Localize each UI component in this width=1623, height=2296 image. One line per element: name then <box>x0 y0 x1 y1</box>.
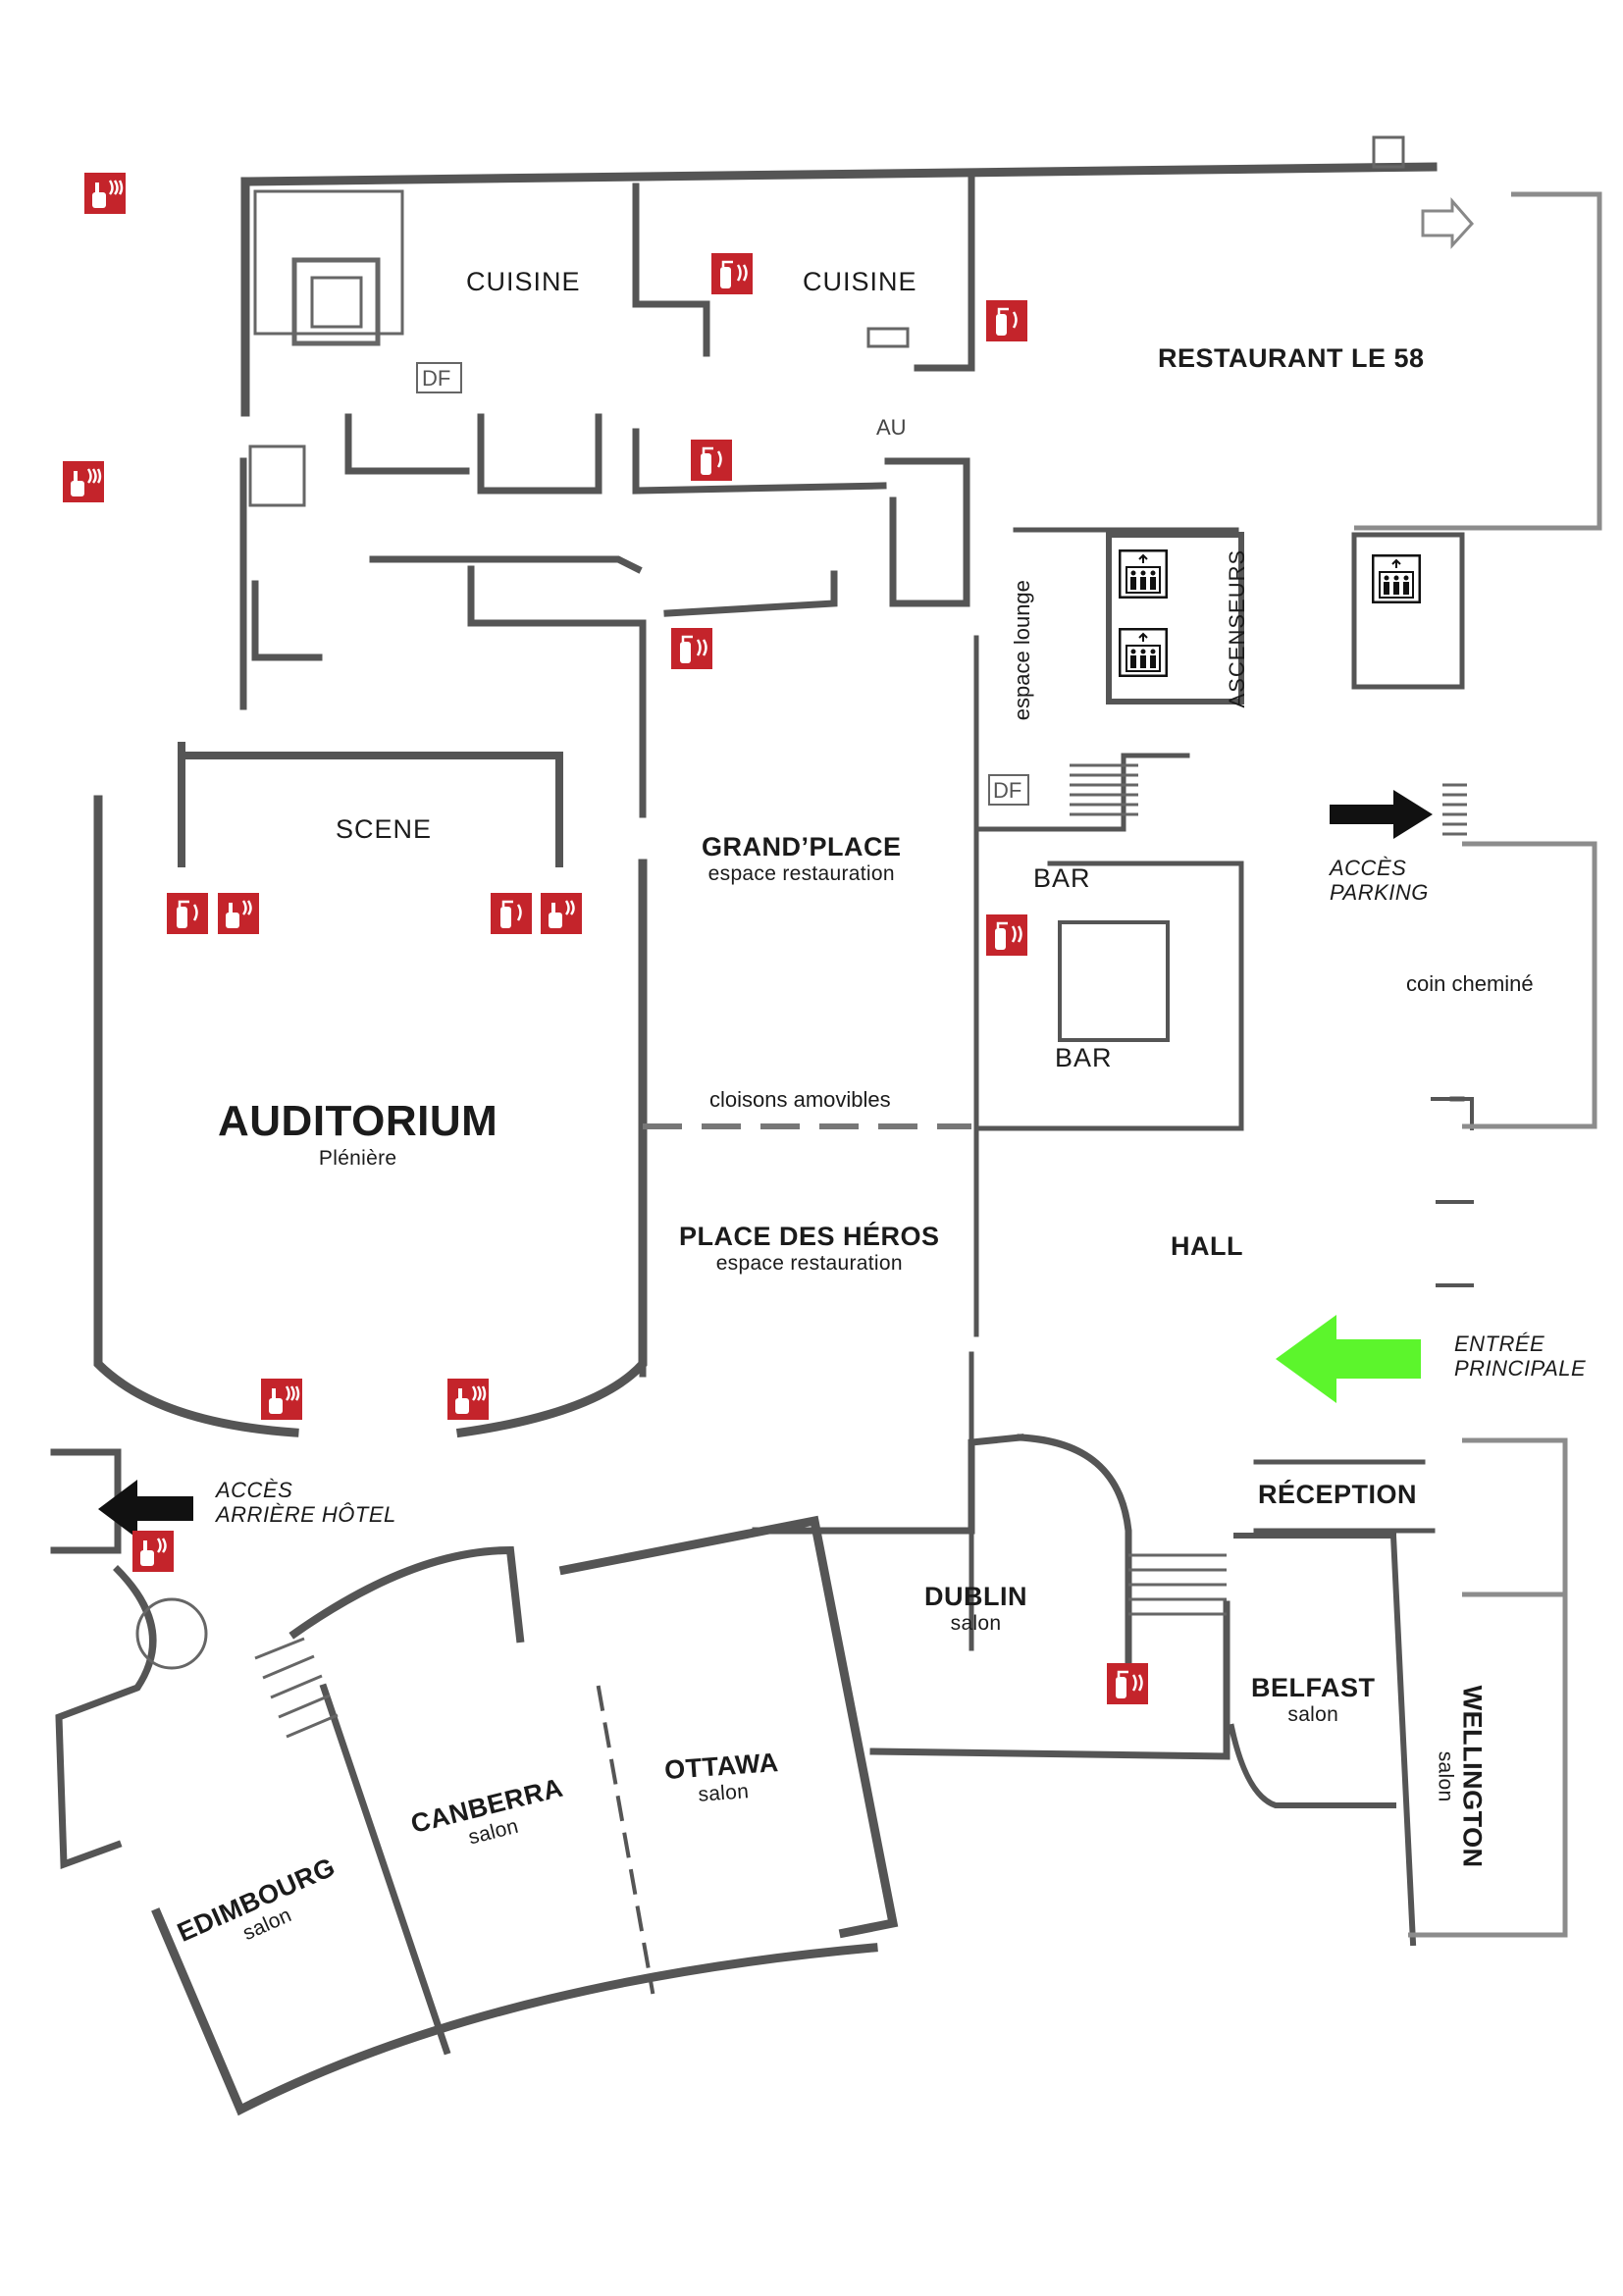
acces-arriere-line-1: ACCÈS <box>216 1478 293 1502</box>
room-grandplace-sub: espace restauration <box>707 862 895 886</box>
entry-arrow <box>1276 1315 1421 1403</box>
room-reception: RÉCEPTION <box>1258 1480 1418 1509</box>
fire-alarm-call-point-icon <box>63 461 104 502</box>
room-scene: SCENE <box>336 814 433 844</box>
au-code: AU <box>876 415 907 440</box>
fire-extinguisher-icon <box>167 893 208 934</box>
elevator-icon <box>1119 549 1168 599</box>
parking-arrow <box>1330 790 1433 839</box>
room-auditorium-name: AUDITORIUM <box>218 1097 498 1145</box>
label-acces-parking: ACCÈS PARKING <box>1330 856 1429 906</box>
label-acces-arriere: ACCÈS ARRIÈRE HÔTEL <box>216 1478 396 1528</box>
room-bar-1: BAR <box>1033 863 1091 893</box>
fire-alarm-call-point-icon <box>218 893 259 934</box>
room-wellington: WELLINGTON salon <box>1433 1685 1488 1868</box>
room-belfast-name: BELFAST <box>1251 1673 1376 1702</box>
fire-alarm-call-point-icon <box>132 1531 174 1572</box>
entree-line-2: PRINCIPALE <box>1454 1356 1587 1382</box>
room-belfast: BELFAST salon <box>1251 1673 1376 1727</box>
acces-parking-line-1: ACCÈS <box>1330 856 1407 880</box>
room-restaurant: RESTAURANT LE 58 <box>1158 343 1425 373</box>
acces-parking-line-2: PARKING <box>1330 880 1429 906</box>
room-cuisine-2: CUISINE <box>803 267 917 296</box>
fire-extinguisher-icon <box>1107 1663 1148 1704</box>
df-code-1: DF <box>422 366 451 391</box>
entree-line-1: ENTRÉE <box>1454 1331 1545 1356</box>
elevator-icon <box>1372 554 1421 603</box>
room-dublin-name: DUBLIN <box>924 1582 1027 1611</box>
room-place-heros-sub: espace restauration <box>715 1252 903 1276</box>
acces-arriere-line-2: ARRIÈRE HÔTEL <box>216 1502 396 1528</box>
room-ascenseurs: ASCENSEURS <box>1225 548 1250 708</box>
room-place-heros: PLACE DES HÉROS espace restauration <box>679 1222 940 1276</box>
room-grandplace-name: GRAND’PLACE <box>702 832 902 861</box>
fire-extinguisher-icon <box>986 300 1027 341</box>
fire-extinguisher-icon <box>671 628 712 669</box>
room-dublin-sub: salon <box>950 1612 1002 1636</box>
fire-extinguisher-icon <box>711 253 753 294</box>
room-place-heros-name: PLACE DES HÉROS <box>679 1222 940 1251</box>
rear-access-arrow <box>98 1480 193 1539</box>
room-belfast-sub: salon <box>1287 1703 1339 1727</box>
room-cuisine-1: CUISINE <box>466 267 581 296</box>
room-grandplace: GRAND’PLACE espace restauration <box>702 832 902 886</box>
fire-extinguisher-icon <box>691 440 732 481</box>
label-cloisons-amovibles: cloisons amovibles <box>709 1087 891 1112</box>
elevator-icon <box>1119 628 1168 677</box>
fire-alarm-call-point-icon <box>84 173 126 214</box>
room-wellington-sub: salon <box>1434 1750 1457 1802</box>
fire-alarm-call-point-icon <box>261 1379 302 1420</box>
room-espace-lounge: espace lounge <box>1009 580 1034 721</box>
fire-alarm-call-point-icon <box>541 893 582 934</box>
fire-extinguisher-icon <box>491 893 532 934</box>
room-dublin: DUBLIN salon <box>924 1582 1027 1636</box>
room-coin-chemine: coin cheminé <box>1406 971 1534 996</box>
room-auditorium-sub: Plénière <box>318 1146 397 1170</box>
room-wellington-name: WELLINGTON <box>1457 1685 1488 1868</box>
room-bar-2: BAR <box>1055 1043 1113 1072</box>
label-entree-principale: ENTRÉE PRINCIPALE <box>1454 1331 1586 1382</box>
room-auditorium: AUDITORIUM Plénière <box>218 1097 497 1171</box>
room-ottawa: OTTAWA salon <box>663 1748 781 1809</box>
fire-extinguisher-icon <box>986 914 1027 956</box>
room-hall: HALL <box>1171 1231 1243 1261</box>
df-code-2: DF <box>993 778 1022 803</box>
fire-alarm-call-point-icon <box>447 1379 489 1420</box>
